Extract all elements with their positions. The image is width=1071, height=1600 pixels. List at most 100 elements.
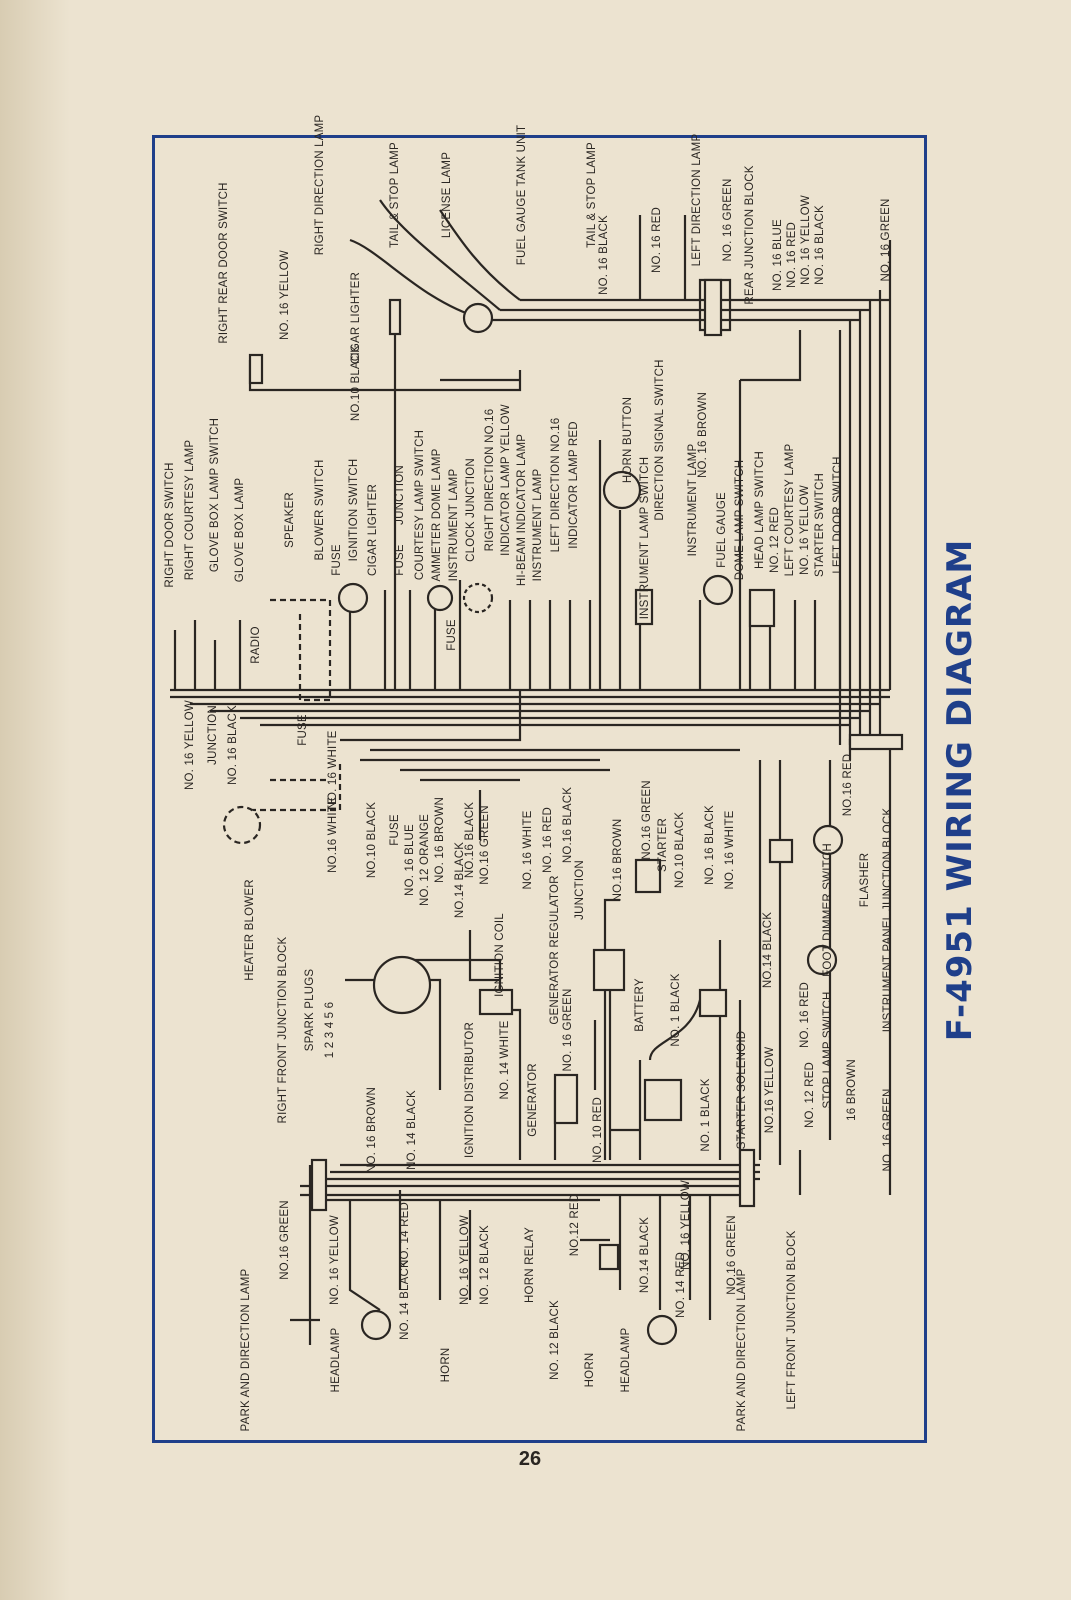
label-clock-junction: CLOCK JUNCTION [465, 458, 477, 562]
label-right-direction: RIGHT DIRECTION NO.16 [484, 408, 496, 552]
label-left-front-junction-block: LEFT FRONT JUNCTION BLOCK [786, 1230, 798, 1410]
label-license-lamp: LICENSE LAMP [441, 151, 453, 239]
label-fuse-dash-2: FUSE [394, 544, 406, 576]
label-no16-blue-rear: NO. 16 BLUE [772, 219, 784, 291]
label-ignition-distributor: IGNITION DISTRIBUTOR [464, 1021, 476, 1159]
title-band [940, 560, 980, 1030]
label-no16-yellow-horn: NO. 16 YELLOW [459, 1215, 471, 1305]
label-no10-black-rear: NO.10 BLACK [350, 344, 362, 422]
label-no1-black-battery: NO. 1 BLACK [670, 973, 682, 1047]
label-no12-black-left: NO. 12 BLACK [549, 1300, 561, 1380]
label-junction-dash: JUNCTION [394, 465, 406, 525]
label-dome-lamp-switch: DOME LAMP SWITCH [734, 459, 746, 581]
label-courtesy-lamp-switch: COURTESY LAMP SWITCH [414, 429, 426, 581]
label-hi-beam-indicator-lamp: HI-BEAM INDICATOR LAMP [516, 433, 528, 587]
label-radio: RADIO [250, 626, 262, 664]
label-16-brown: 16 BROWN [846, 1059, 858, 1121]
label-indicator-lamp-yellow: INDICATOR LAMP YELLOW [500, 404, 512, 556]
label-right-direction-lamp: RIGHT DIRECTION LAMP [314, 114, 326, 256]
label-no16-red-mid: NO. 16 RED [542, 807, 554, 873]
label-right-courtesy-lamp: RIGHT COURTESY LAMP [184, 439, 196, 581]
label-fuel-gauge: FUEL GAUGE [716, 492, 728, 568]
label-head-lamp-switch: HEAD LAMP SWITCH [754, 450, 766, 570]
label-glove-box-lamp-switch: GLOVE BOX LAMP SWITCH [209, 417, 221, 573]
label-rear-junction-block: REAR JUNCTION BLOCK [744, 165, 756, 305]
label-no16-green-eng: NO. 16 GREEN [882, 1088, 894, 1172]
label-no16-yellow-eng: NO.16 YELLOW [764, 1046, 776, 1134]
label-no14-black-left: NO.14 BLACK [639, 1216, 651, 1294]
diagram-frame [152, 135, 927, 1443]
label-no16-black-rear: NO. 16 BLACK [598, 215, 610, 295]
label-fuse-mid: FUSE [389, 814, 401, 846]
label-no16-yellow-rear2: NO. 16 YELLOW [800, 195, 812, 285]
label-no16-green-gen: NO. 16 GREEN [562, 988, 574, 1072]
label-right-front-junction-block: RIGHT FRONT JUNCTION BLOCK [277, 936, 289, 1124]
label-horn-relay: HORN RELAY [524, 1227, 536, 1303]
label-no16-black-mid3: NO. 16 BLACK [704, 805, 716, 885]
label-heater-blower: HEATER BLOWER [244, 879, 256, 981]
label-no16-black-mid: NO.16 BLACK [464, 801, 476, 879]
label-no16-green-mid2: NO.16 GREEN [641, 780, 653, 860]
label-no16-black-rear2: NO. 16 BLACK [814, 205, 826, 285]
label-horn-button: HORN BUTTON [622, 396, 634, 484]
label-indicator-lamp-red: INDICATOR LAMP RED [568, 421, 580, 549]
label-no14-red-front: NO. 14 RED [399, 1202, 411, 1268]
label-starter-switch: STARTER SWITCH [814, 473, 826, 577]
label-no16-green-rear2: NO. 16 GREEN [880, 198, 892, 282]
label-no16-brown-mid2: NO.16 BROWN [612, 818, 624, 902]
label-instrument-lamp-2: INSTRUMENT LAMP [532, 468, 544, 582]
label-fuse-left: FUSE [297, 714, 309, 746]
label-no16-yellow-dash: NO. 16 YELLOW [799, 485, 811, 575]
label-foot-dimmer-switch: FOOT DIMMER SWITCH [822, 843, 834, 977]
label-headlamp-left: HEADLAMP [620, 1327, 632, 1393]
label-no16-yellow-left: NO. 16 YELLOW [184, 700, 196, 790]
label-spark-plugs: SPARK PLUGS [304, 968, 316, 1052]
page-edge-shadow [0, 0, 70, 1600]
label-tail-stop-lamp-right: TAIL & STOP LAMP [389, 142, 401, 248]
label-no16-green-rear: NO. 16 GREEN [722, 178, 734, 262]
label-instrument-lamp-1: INSTRUMENT LAMP [448, 468, 460, 582]
label-blower-switch: BLOWER SWITCH [314, 459, 326, 561]
label-park-direction-lamp-right: PARK AND DIRECTION LAMP [240, 1268, 252, 1432]
label-no16-yellow-left-front: NO. 16 YELLOW [680, 1180, 692, 1270]
label-ignition-switch: IGNITION SWITCH [348, 458, 360, 562]
label-junction-left: JUNCTION [207, 705, 219, 765]
label-park-direction-lamp-left: PARK AND DIRECTION LAMP [736, 1268, 748, 1432]
label-ammeter-dome-lamp: AMMETER DOME LAMP [431, 448, 443, 582]
label-ignition-coil: IGNITION COIL [494, 913, 506, 997]
label-no16-yellow-rear: NO. 16 YELLOW [279, 250, 291, 340]
label-no14-black-front2: NO. 14 BLACK [399, 1260, 411, 1340]
label-no1-black-solenoid: NO. 1 BLACK [700, 1078, 712, 1152]
label-left-direction: LEFT DIRECTION NO.16 [550, 417, 562, 553]
label-no16-white-mid: NO. 16 WHITE [522, 810, 534, 890]
label-no16-yellow-front: NO. 16 YELLOW [329, 1215, 341, 1305]
label-left-door-switch: LEFT DOOR SWITCH [832, 456, 844, 574]
label-no16-brown-mid: NO. 16 BROWN [434, 796, 446, 884]
label-no12-red-dash: NO. 12 RED [769, 507, 781, 573]
label-no16-white-left2: NO.16 WHITE [327, 797, 339, 873]
label-no14-black-front: NO. 14 BLACK [406, 1090, 418, 1170]
label-fuse-dash-3: FUSE [446, 619, 458, 651]
label-no12-red-relay: NO.12 RED [569, 1193, 581, 1257]
diagram-title: F-4951 WIRING DIAGRAM [940, 538, 980, 1042]
label-glove-box-lamp: GLOVE BOX LAMP [234, 477, 246, 583]
label-no16-red-rear2: NO. 16 RED [786, 222, 798, 288]
label-no16-black-mid2: NO.16 BLACK [562, 786, 574, 864]
label-instrument-lamp-switch: INSTRUMENT LAMP SWITCH [639, 456, 651, 620]
label-junction-mid: JUNCTION [574, 860, 586, 920]
label-no10-black-mid2: NO.10 BLACK [674, 811, 686, 889]
label-no10-black-mid: NO.10 BLACK [366, 801, 378, 879]
label-no16-black-left: NO. 16 BLACK [227, 705, 239, 785]
label-no16-blue-mid: NO. 16 BLUE [404, 824, 416, 896]
label-stop-lamp-switch: STOP LAMP SWITCH [822, 991, 834, 1109]
label-speaker: SPEAKER [284, 492, 296, 548]
label-starter-solenoid: STARTER SOLENOID [736, 1030, 748, 1150]
label-no10-red: NO. 10 RED [592, 1097, 604, 1163]
label-no12-red-eng: NO. 12 RED [804, 1062, 816, 1128]
label-generator: GENERATOR [527, 1063, 539, 1137]
label-fuel-gauge-tank-unit: FUEL GAUGE TANK UNIT [516, 124, 528, 266]
label-right-door-switch: RIGHT DOOR SWITCH [164, 462, 176, 588]
label-no14-black-eng: NO.14 BLACK [762, 911, 774, 989]
label-no16-white-mid2: NO. 16 WHITE [724, 810, 736, 890]
